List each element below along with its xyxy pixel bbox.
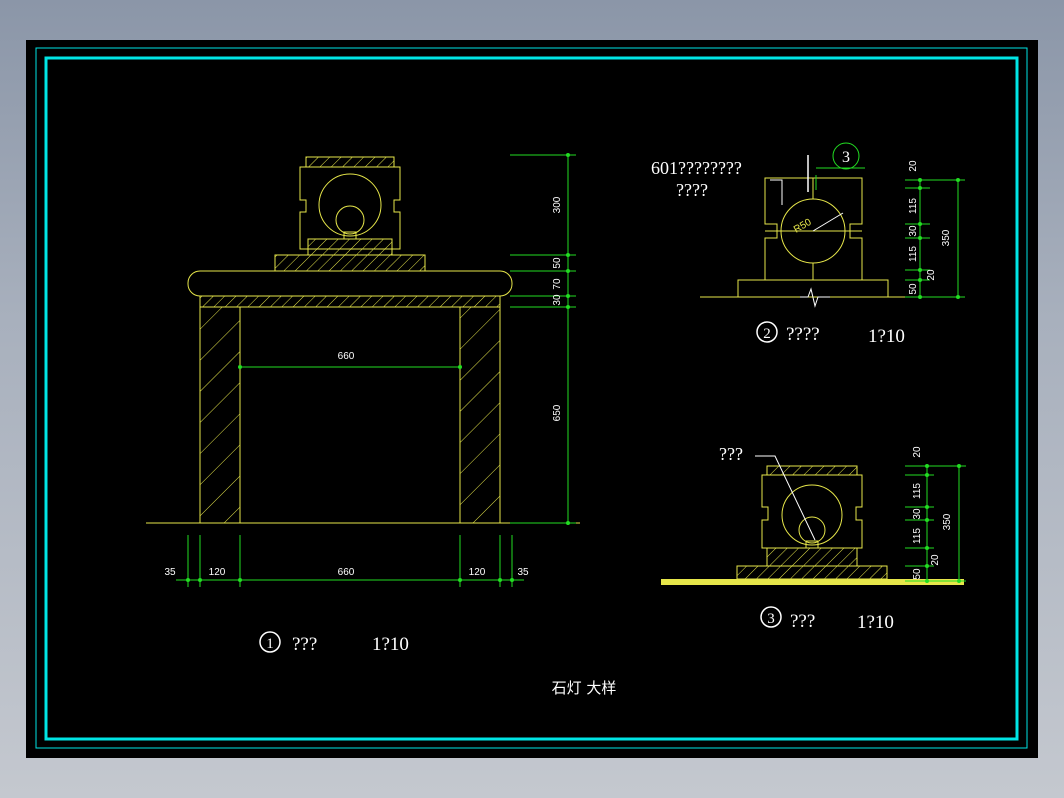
view1-label: ??? <box>292 634 317 655</box>
view3-dim-30: 30 <box>912 508 923 520</box>
view1-elevation <box>146 156 580 524</box>
view1-dim-120b: 120 <box>469 567 486 578</box>
view1-dim-300: 300 <box>552 196 563 213</box>
view2-dim-115b: 115 <box>908 246 919 262</box>
view2-callout-leader <box>770 179 783 205</box>
view3-dim-115b: 115 <box>912 528 923 544</box>
view2-label: ???? <box>786 324 820 345</box>
view2-callout-line2: ???? <box>676 180 708 200</box>
view2-dim-50: 50 <box>908 283 919 295</box>
view1-plinth <box>274 254 426 272</box>
view3-dim-20b: 20 <box>930 554 941 566</box>
view2-radius-leader <box>812 212 844 232</box>
view2-scale: 1?10 <box>868 326 905 347</box>
view1-dim-inner-660: 660 <box>338 351 355 362</box>
view1-slab-band <box>199 295 501 308</box>
view2-callout-line1: 601???????? <box>651 158 742 178</box>
view3-dim-ticks <box>925 464 961 583</box>
view3-dim-115a: 115 <box>912 483 923 499</box>
view3-plinth <box>766 547 858 567</box>
view3-dim-50: 50 <box>912 568 923 580</box>
view2-number-circle <box>756 321 778 343</box>
view1-dim-35a: 35 <box>164 567 176 578</box>
view2-dim-total: 350 <box>941 229 952 246</box>
view1-dim-50: 50 <box>552 257 563 269</box>
view1-dim-ticks <box>186 153 570 582</box>
view1-lantern-inner <box>335 205 365 235</box>
view1-lantern-cap <box>305 156 395 168</box>
view3-scale: 1?10 <box>857 612 894 633</box>
view2-dim-20b: 20 <box>926 269 937 281</box>
view3-dim-20a: 20 <box>912 446 923 458</box>
view1-dim-30: 30 <box>552 294 563 306</box>
view2-dim-30: 30 <box>908 225 919 237</box>
view3-lantern-inner <box>798 516 826 544</box>
view2-dim-115a: 115 <box>908 198 919 214</box>
view2-dim-20a: 20 <box>908 160 919 172</box>
drawing-sheet <box>26 40 1038 758</box>
view3-base <box>736 565 888 580</box>
view1-lantern-body <box>299 166 401 250</box>
drawing-title: 石灯 大样 <box>552 679 617 697</box>
view3-dim-total: 350 <box>942 513 953 530</box>
view1-dim-70: 70 <box>552 278 563 290</box>
view1-lantern-ring <box>318 173 382 237</box>
view3-lantern-body <box>761 474 863 549</box>
view3-callout: ??? <box>719 444 743 464</box>
view1-number: 1 <box>266 636 274 652</box>
outer-frame <box>35 47 1028 749</box>
view2-break-symbol <box>800 287 830 308</box>
view2-lantern-outline <box>764 177 863 281</box>
view3-dimensions <box>905 465 966 582</box>
view3-number: 3 <box>767 611 775 627</box>
view1-dim-660: 660 <box>338 567 355 578</box>
view1-left-leg <box>199 306 241 524</box>
view1-right-leg <box>459 306 501 524</box>
view1-dim-35b: 35 <box>517 567 529 578</box>
view1-number-circle <box>259 631 281 653</box>
view2-section-marker: 3 <box>842 149 850 166</box>
view1-dim-120a: 120 <box>209 567 226 578</box>
view1-dim-650: 650 <box>552 404 563 421</box>
view3-elevation <box>661 465 964 585</box>
view3-lantern-ring <box>781 484 843 546</box>
view3-number-circle <box>760 606 782 628</box>
inner-frame <box>44 56 1019 741</box>
view2-dim-ticks <box>918 178 960 299</box>
view2-number: 2 <box>763 326 771 342</box>
view2-section-marker-circle <box>832 142 860 170</box>
view3-callout-leader <box>755 455 816 541</box>
view3-label: ??? <box>790 611 815 632</box>
view1-lantern-base <box>307 238 393 256</box>
view1-scale: 1?10 <box>372 634 409 655</box>
view3-ground-slab <box>661 579 964 585</box>
